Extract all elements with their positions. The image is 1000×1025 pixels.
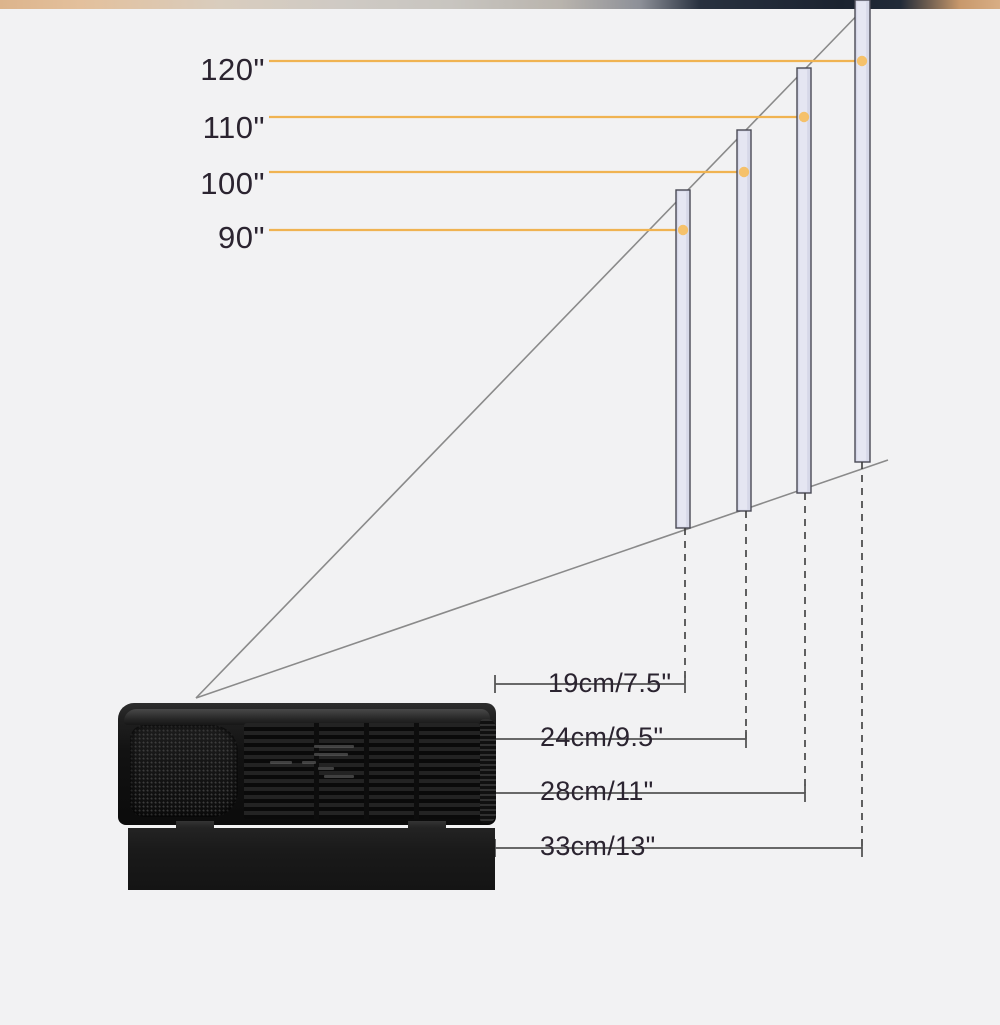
- projector-device: [118, 697, 496, 835]
- photo-strip-remnant: [0, 0, 1000, 9]
- screen-size-label-4: 90": [218, 220, 265, 255]
- projector-marking: [302, 761, 316, 764]
- screen-size-markers: [677, 55, 868, 236]
- projector-vent-slats: [244, 723, 480, 819]
- screen-size-dot-4: [677, 224, 689, 236]
- projector-side-grille: [480, 719, 496, 823]
- screen-panel-face: [739, 131, 748, 510]
- vent-divider: [414, 723, 419, 819]
- projector-marking: [314, 745, 354, 748]
- screen-panel-face: [799, 69, 808, 492]
- projector-stand: [128, 828, 495, 890]
- screen-size-label-3: 100": [200, 166, 265, 201]
- dimension-lines: [494, 675, 863, 857]
- screen-panels: [675, 0, 871, 529]
- distance-label-2: 24cm/9.5": [540, 722, 664, 752]
- vent-divider: [314, 723, 319, 819]
- projector-speaker-grille: [130, 725, 238, 817]
- screen-panel-face: [678, 191, 687, 527]
- screen-size-dot-2: [798, 111, 810, 123]
- distance-label-1: 19cm/7.5": [548, 668, 672, 698]
- projector-marking: [270, 761, 292, 764]
- vent-divider: [364, 723, 369, 819]
- projector-top-highlight: [124, 709, 490, 725]
- screen-size-label-1: 120": [200, 52, 265, 87]
- screen-panel-face: [857, 1, 867, 461]
- projector-marking: [318, 767, 334, 770]
- projection-rays: [195, 3, 889, 699]
- projection-ray-lower: [195, 459, 889, 699]
- projector-marking: [314, 753, 348, 756]
- distance-label-3: 28cm/11": [540, 776, 654, 806]
- screen-size-dot-1: [856, 55, 868, 67]
- screen-size-leader-lines: [269, 59, 862, 232]
- screen-size-label-2: 110": [202, 110, 265, 145]
- projector-marking: [324, 775, 354, 778]
- projector-body: [118, 703, 496, 825]
- dashed-drop-lines: [684, 462, 863, 848]
- distance-label-4: 33cm/13": [540, 831, 656, 861]
- projection-ray-upper: [195, 3, 869, 699]
- screen-size-dot-3: [738, 166, 750, 178]
